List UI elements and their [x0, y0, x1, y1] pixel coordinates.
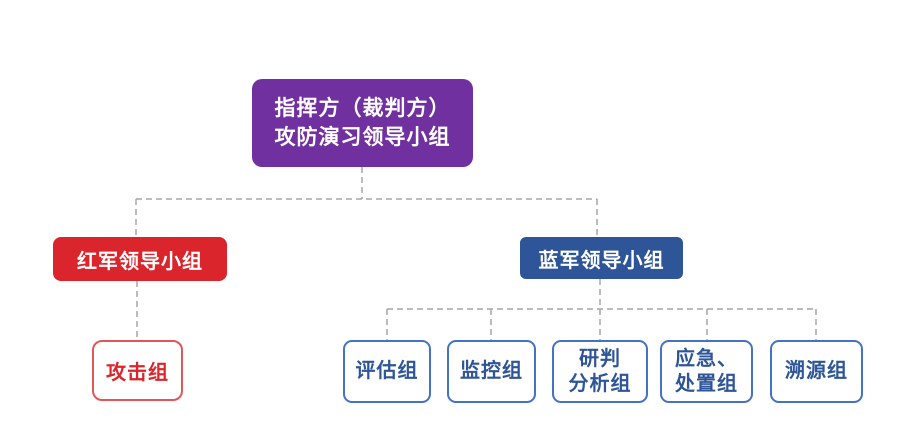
- node-label: 蓝军领导小组: [538, 249, 665, 272]
- node-label: 红军领导小组: [77, 250, 203, 273]
- node-label: 溯源组: [785, 360, 848, 382]
- node-label-line: 分析组: [568, 372, 632, 395]
- node-traceability-group: 溯源组: [770, 340, 863, 403]
- node-emergency-response-group: 应急、 处置组: [660, 340, 753, 403]
- node-monitoring-group: 监控组: [447, 340, 536, 403]
- node-label-line: 指挥方（裁判方）: [274, 97, 451, 120]
- node-evaluation-group: 评估组: [343, 340, 431, 403]
- node-label-line: 应急、: [675, 347, 738, 370]
- node-label: 攻击组: [106, 362, 169, 384]
- node-label-line: 攻防演习领导小组: [274, 126, 451, 149]
- node-attack-group: 攻击组: [92, 340, 183, 401]
- node-red-team-leading-group: 红军领导小组: [53, 237, 227, 281]
- node-label-line: 研判: [579, 347, 621, 370]
- node-command-judge-leading-group: 指挥方（裁判方） 攻防演习领导小组: [252, 79, 473, 167]
- node-research-analysis-group: 研判 分析组: [552, 340, 648, 403]
- node-blue-team-leading-group: 蓝军领导小组: [520, 237, 683, 279]
- node-label: 监控组: [460, 360, 523, 382]
- node-label: 评估组: [355, 360, 419, 382]
- node-label-line: 处置组: [675, 372, 738, 395]
